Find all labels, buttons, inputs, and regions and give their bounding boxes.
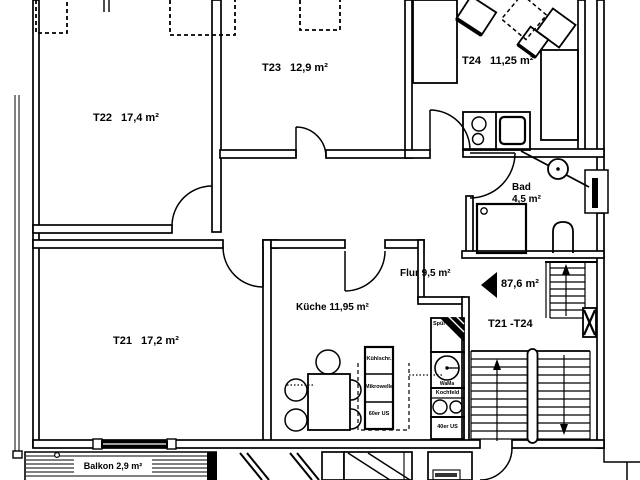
base-cabinet: [430, 416, 465, 440]
boundary-lines-bottom-right: [603, 448, 640, 480]
shower: [475, 202, 528, 255]
door-stairhall: [479, 447, 513, 480]
door-kueche: [344, 250, 386, 292]
staircase-main: [470, 348, 591, 444]
label-microwave: Mikrowelle: [365, 384, 394, 390]
label-hob: Kochfeld: [435, 390, 460, 396]
room-label-balkon: Balkon 2,9 m²: [74, 459, 152, 473]
total-area-label: 87,6 m²: [501, 278, 539, 290]
bad-window: [584, 169, 609, 214]
label-sink: Spül: [433, 321, 445, 327]
burner: [432, 399, 448, 415]
door-t21: [222, 246, 264, 288]
chair: [284, 408, 308, 432]
lower-stairs: [321, 451, 413, 480]
dining-table: [307, 373, 351, 431]
tall-cabinet: [363, 345, 395, 431]
chimney-shaft: [582, 307, 597, 338]
walls: [32, 0, 605, 449]
handrail: [526, 348, 539, 444]
unit-range-label: T21 -T24: [488, 318, 533, 330]
chair: [455, 0, 498, 37]
label-fridge: Kühlschr.: [366, 356, 392, 362]
top-wall-stubs: [103, 0, 110, 12]
eaves-line: [12, 95, 23, 459]
shower-drain: [480, 207, 488, 215]
roof-hatching: [239, 452, 320, 480]
kitchen-fixtures: [284, 315, 465, 440]
wardrobe-right: [540, 49, 579, 141]
label-base-60: 60er US: [368, 411, 390, 417]
door-t22: [171, 185, 213, 227]
room-label-bad: Bad 4,5 m²: [512, 182, 541, 205]
table: [535, 7, 577, 49]
toilet: [552, 221, 574, 253]
balcony-door: [92, 438, 177, 450]
chair: [315, 349, 341, 375]
chair: [516, 25, 550, 59]
door-bad: [469, 152, 516, 199]
kitchenette-t24: [462, 111, 531, 151]
bathroom-fixtures: [475, 150, 590, 255]
door-t23: [295, 126, 327, 158]
chair: [284, 378, 308, 402]
door-t24: [429, 109, 471, 151]
staircase-upper: [545, 262, 586, 319]
label-washer: WaMa: [439, 381, 455, 387]
label-base-40: 40er US: [437, 424, 458, 430]
door-arcs: [171, 109, 516, 480]
entrance-arrow-icon: [481, 272, 497, 298]
room-label-flur: Flur 9,5 m²: [400, 268, 451, 279]
wardrobe-left: [412, 0, 458, 84]
sink-t24: [498, 115, 527, 146]
utility-room: [427, 451, 473, 480]
burner: [449, 400, 463, 414]
furniture-t24: [412, 0, 579, 141]
dormer-dashed-outlines: [35, 0, 341, 36]
room-label-kueche: Küche 11,95 m²: [296, 302, 369, 313]
